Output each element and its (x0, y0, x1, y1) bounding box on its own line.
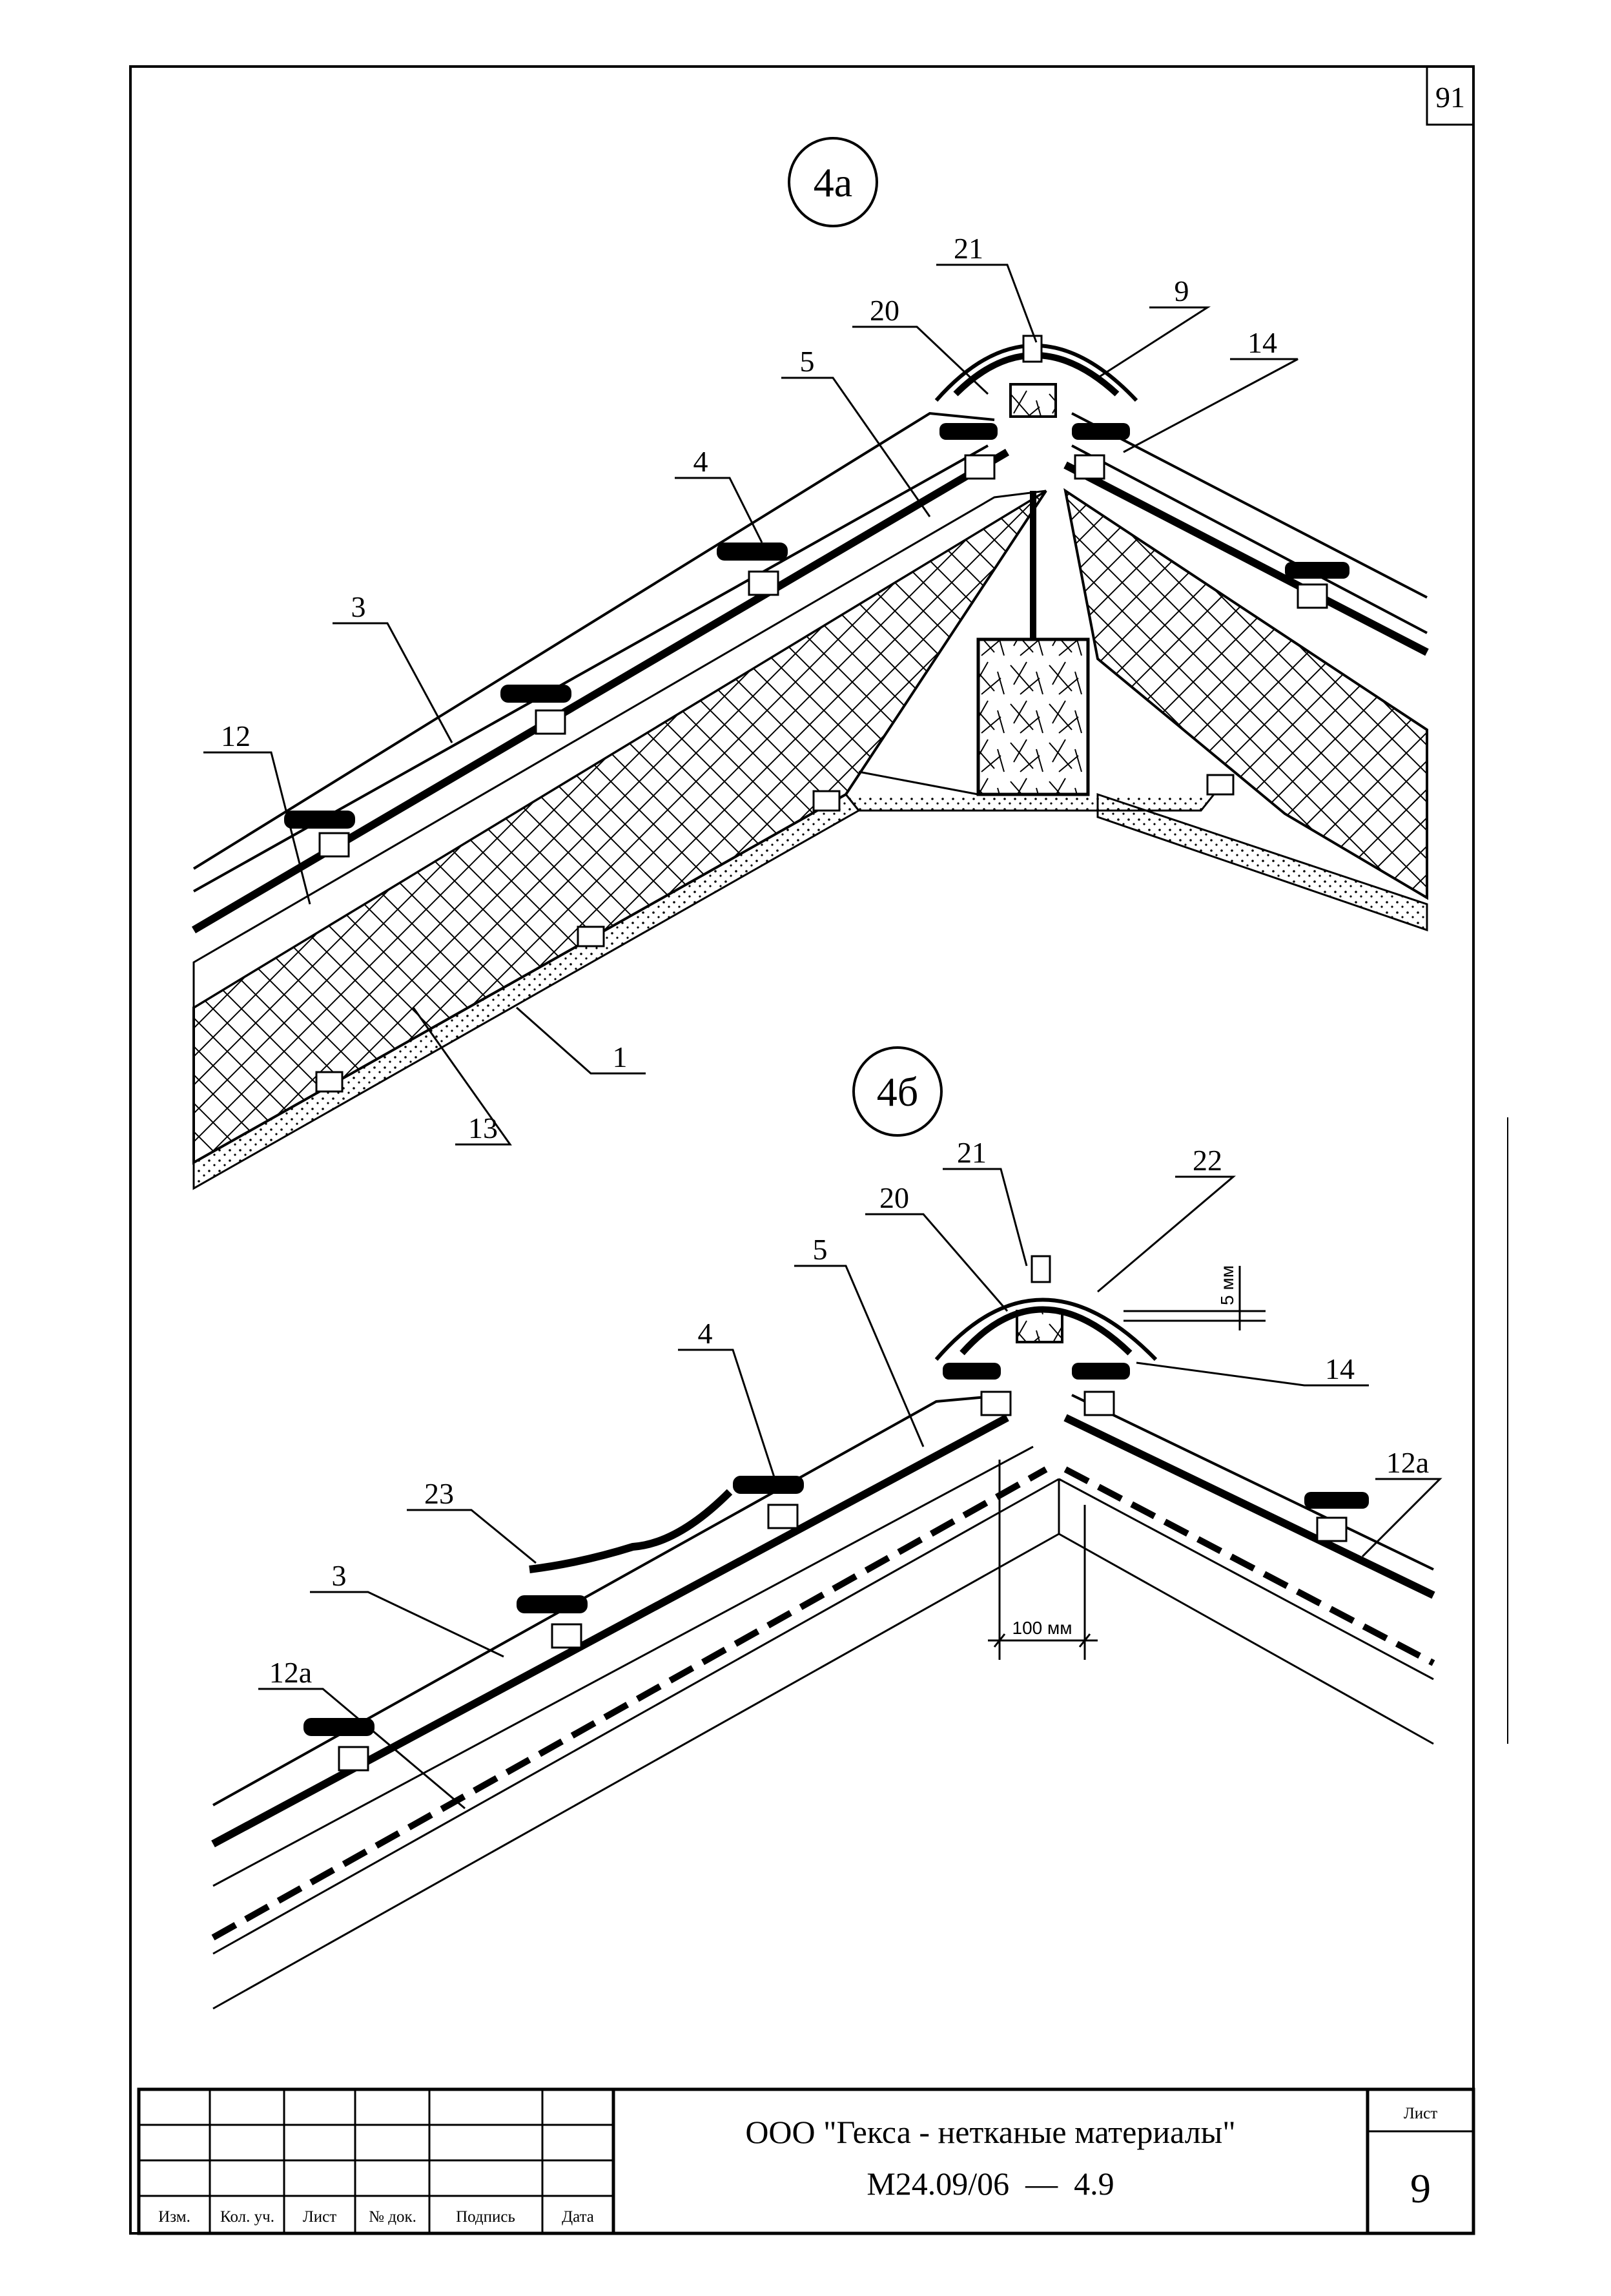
label-4a-3: 3 (351, 590, 366, 623)
label-4a-1: 1 (613, 1040, 628, 1073)
leaders-4b (258, 1168, 1442, 1810)
slope-4b-right-under (1058, 1478, 1434, 1681)
slope-4b-left-outer (212, 1394, 1008, 1806)
membrane-left (192, 490, 1047, 1009)
tb-header-izm: Изм. (158, 2208, 190, 2226)
title-block-headers: Изм. Кол. уч. Лист № док. Подпись Дата (158, 2208, 594, 2226)
slope-4b-right-thick (1063, 1414, 1435, 1599)
detail-4a-marker-circle (788, 137, 878, 227)
slope-4b-left-inner (212, 1533, 1060, 2010)
tb-header-kol-uch: Кол. уч. (220, 2208, 274, 2226)
title-block (137, 2087, 1475, 2235)
slope-4b-left-under (212, 1478, 1060, 1955)
tile-thick-right (1063, 461, 1429, 656)
tb-header-signature: Подпись (456, 2208, 515, 2226)
label-4a-5: 5 (800, 345, 815, 378)
tb-sheet-label: Лист (1404, 2105, 1437, 2122)
label-4b-21: 21 (957, 1136, 987, 1169)
slope-4b-left-thick (211, 1414, 1009, 1848)
slope-4b-left-dashed (211, 1466, 1048, 1941)
label-4a-20: 20 (870, 294, 899, 327)
leaders-4a (203, 264, 1298, 1146)
slope-4b-right-inner (1058, 1533, 1434, 1745)
detail-4b-marker-circle (852, 1046, 943, 1137)
detail-4b-marker-label: 4б (877, 1069, 919, 1115)
tile-line-right (1071, 444, 1428, 634)
label-4b-12a-left: 12а (269, 1656, 312, 1689)
ridge-clip-4b (1031, 1255, 1051, 1283)
tb-header-doc-no: № док. (369, 2208, 416, 2226)
detail-4b: 4б (211, 1046, 1442, 2010)
label-4a-4: 4 (693, 445, 708, 478)
ridge-cap-4b (934, 1298, 1158, 1361)
label-4b-5: 5 (813, 1233, 828, 1266)
sheet-frame (129, 65, 1508, 2235)
label-4a-14: 14 (1247, 326, 1277, 359)
detail-4a: 4а (191, 137, 1429, 1190)
insulation-right (1063, 488, 1428, 900)
dim-5mm (1124, 1266, 1266, 1330)
label-4b-23: 23 (424, 1477, 454, 1510)
label-4b-22: 22 (1193, 1144, 1222, 1177)
label-4b-4: 4 (698, 1317, 713, 1350)
ridge-bar-4b (1016, 1310, 1063, 1343)
label-4b-14: 14 (1325, 1352, 1355, 1385)
tb-header-date: Дата (562, 2208, 594, 2226)
batten-blocks-a (315, 454, 1328, 1093)
label-4b-20: 20 (879, 1181, 909, 1214)
slope-4b-left-line (212, 1445, 1034, 1887)
tile-outer-right (1071, 412, 1428, 599)
slope-4b-right-outer (1071, 1394, 1434, 1571)
detail-4a-marker-label: 4а (814, 160, 852, 205)
dim-5mm-label: 5 мм (1217, 1265, 1237, 1305)
tb-doc-code: М24.09/06 — 4.9 (867, 2166, 1114, 2202)
dim-100mm (988, 1460, 1098, 1660)
tile-hooks-4b (303, 1363, 1369, 1736)
slope-4b-right-dashed (1063, 1466, 1435, 1666)
ridge-beam (976, 637, 1090, 796)
tile-hooks-left (284, 423, 1349, 829)
flashing-23 (529, 1489, 733, 1573)
label-4a-12: 12 (221, 719, 251, 752)
label-4b-12a-right: 12а (1386, 1446, 1429, 1479)
label-4a-9: 9 (1175, 274, 1189, 307)
ridge-bar (1009, 383, 1057, 418)
label-4a-13: 13 (468, 1112, 498, 1144)
tb-sheet-number: 9 (1410, 2166, 1431, 2211)
tb-company: ООО "Гекса - нетканые материалы" (745, 2114, 1235, 2150)
sheet-number-top: 91 (1435, 81, 1465, 114)
tb-header-list: Лист (303, 2208, 336, 2226)
dim-100mm-label: 100 мм (1012, 1618, 1072, 1638)
collar-tie (845, 794, 1215, 812)
label-4b-3: 3 (332, 1559, 347, 1592)
label-4a-21: 21 (954, 232, 983, 265)
batten-blocks-4b (338, 1391, 1348, 1772)
ridge-clip (1022, 335, 1043, 363)
